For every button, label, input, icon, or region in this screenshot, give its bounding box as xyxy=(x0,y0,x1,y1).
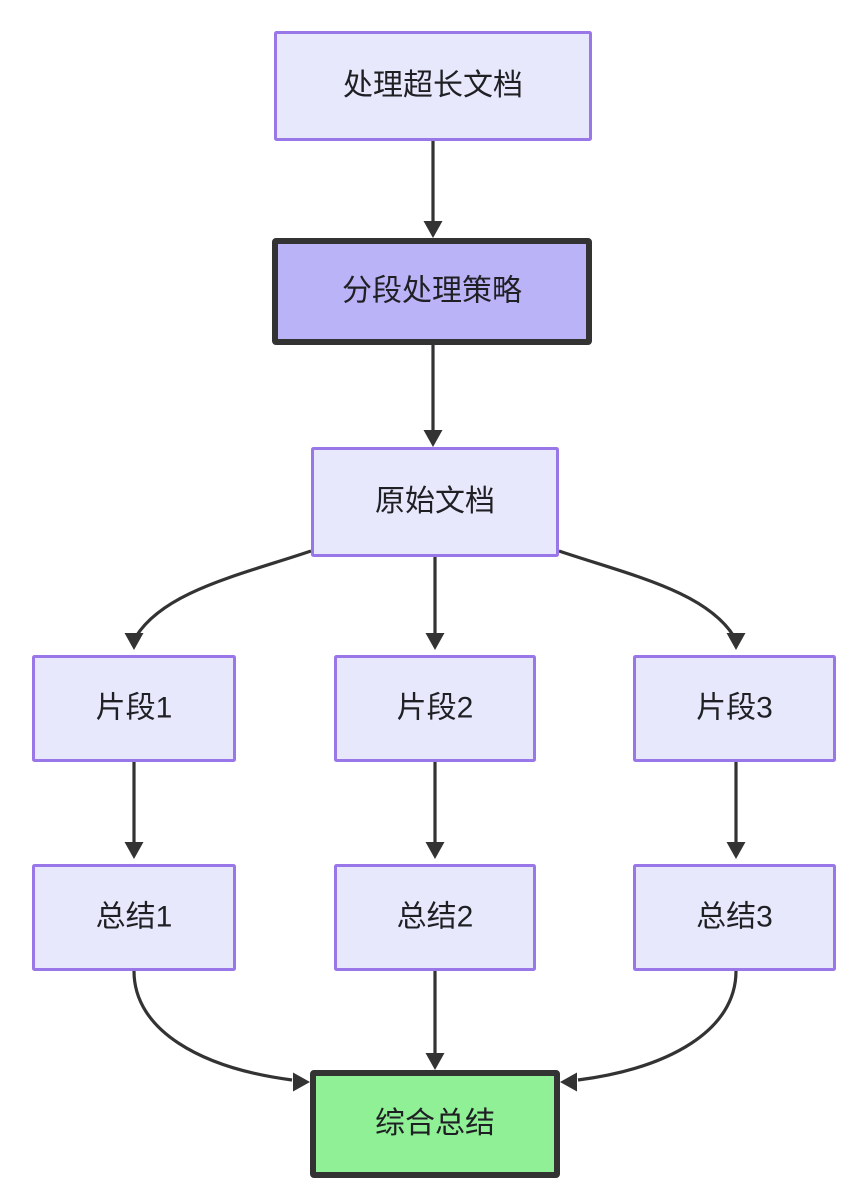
arrow-head-icon xyxy=(425,633,445,650)
edge-n3-to-n4 xyxy=(124,549,312,650)
node-box[interactable] xyxy=(633,655,836,762)
edge-n2-to-n3 xyxy=(423,345,443,447)
arrow-head-icon xyxy=(124,633,144,650)
node-box[interactable] xyxy=(32,864,236,971)
node-label: 总结2 xyxy=(397,900,474,933)
node-box[interactable] xyxy=(311,447,559,557)
edge-line xyxy=(132,549,312,641)
arrow-head-icon xyxy=(124,842,144,859)
flow-node-n5[interactable]: 片段2 xyxy=(334,655,536,762)
arrow-head-icon xyxy=(726,633,746,650)
edges-layer xyxy=(124,141,746,1092)
node-label: 处理超长文档 xyxy=(343,69,523,102)
edge-n6-to-n9 xyxy=(726,762,746,859)
edge-line xyxy=(132,970,293,1082)
node-label: 片段1 xyxy=(96,691,173,724)
node-box[interactable] xyxy=(32,655,236,762)
flow-node-n7[interactable]: 总结1 xyxy=(32,864,236,971)
flow-node-n9[interactable]: 总结3 xyxy=(633,864,836,971)
flow-node-n2[interactable]: 分段处理策略 xyxy=(272,238,592,345)
node-box[interactable] xyxy=(310,1070,560,1178)
node-box[interactable] xyxy=(274,31,592,141)
edge-n3-to-n5 xyxy=(425,557,445,650)
edge-line xyxy=(558,549,738,641)
node-label: 总结1 xyxy=(96,900,173,933)
arrow-head-icon xyxy=(293,1072,310,1092)
node-label: 片段3 xyxy=(696,691,773,724)
flow-node-n1[interactable]: 处理超长文档 xyxy=(274,31,592,141)
edge-n5-to-n8 xyxy=(425,762,445,859)
node-label: 总结3 xyxy=(696,900,773,933)
edge-line xyxy=(577,970,738,1082)
arrow-head-icon xyxy=(726,842,746,859)
node-box[interactable] xyxy=(633,864,836,971)
edge-n9-to-n10 xyxy=(560,970,738,1092)
flow-node-n4[interactable]: 片段1 xyxy=(32,655,236,762)
node-box[interactable] xyxy=(272,238,592,345)
node-box[interactable] xyxy=(334,655,536,762)
arrow-head-icon xyxy=(425,842,445,859)
edge-n8-to-n10 xyxy=(425,971,445,1070)
arrow-head-icon xyxy=(423,221,443,238)
edge-n1-to-n2 xyxy=(423,141,443,238)
node-label: 原始文档 xyxy=(375,485,495,518)
flow-node-n10[interactable]: 综合总结 xyxy=(310,1070,560,1178)
flow-node-n6[interactable]: 片段3 xyxy=(633,655,836,762)
arrow-head-icon xyxy=(560,1072,577,1092)
edge-n7-to-n10 xyxy=(132,970,310,1092)
node-label: 综合总结 xyxy=(375,1107,495,1140)
node-label: 分段处理策略 xyxy=(342,274,522,307)
arrow-head-icon xyxy=(425,1053,445,1070)
flow-node-n8[interactable]: 总结2 xyxy=(334,864,536,971)
flow-node-n3[interactable]: 原始文档 xyxy=(311,447,559,557)
node-box[interactable] xyxy=(334,864,536,971)
edge-n4-to-n7 xyxy=(124,762,144,859)
node-label: 片段2 xyxy=(397,691,474,724)
arrow-head-icon xyxy=(423,430,443,447)
edge-n3-to-n6 xyxy=(558,549,746,650)
